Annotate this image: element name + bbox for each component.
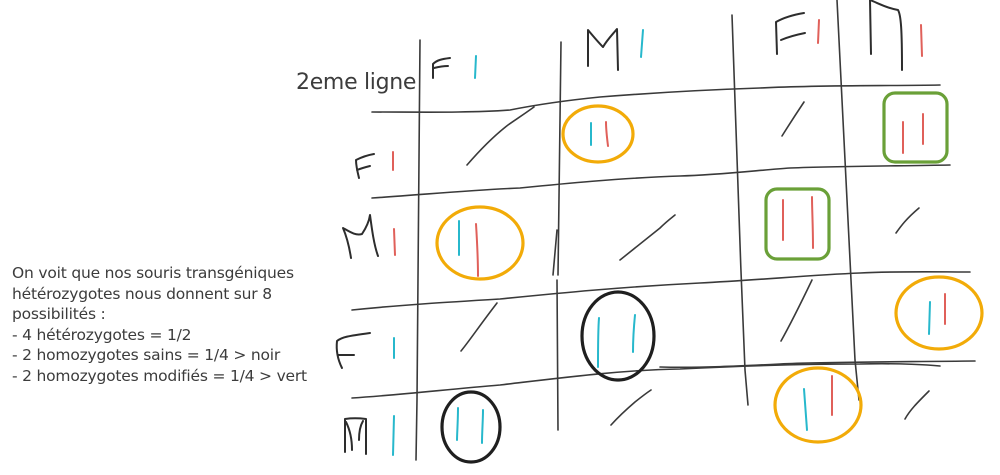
homozygous-healthy-cells — [440, 290, 656, 464]
slash-mark — [610, 389, 652, 426]
note-line: hétérozygotes nous donnent sur 8 — [12, 284, 272, 303]
grid-hline-3 — [351, 270, 971, 311]
homozygous-modified-cells — [764, 91, 949, 261]
explanation-note: On voit que nos souris transgéniques hét… — [12, 263, 332, 386]
slash-mark — [895, 207, 920, 234]
column-headers — [432, 0, 923, 79]
cell-heterozygous — [773, 366, 863, 444]
row-header-m-letter-2 — [344, 417, 367, 455]
note-line: On voit que nos souris transgéniques — [12, 264, 294, 282]
grid-hline-1 — [371, 84, 941, 113]
row-header-allele-red-2 — [393, 228, 396, 256]
slash-mark — [460, 302, 498, 352]
note-line: - 2 homozygotes modifiés = 1/4 > vert — [12, 366, 307, 385]
cell-heterozygous — [435, 205, 525, 281]
cell-heterozygous — [894, 275, 984, 351]
cell-homozygous-healthy — [440, 390, 502, 464]
grid-hline-4 — [351, 362, 941, 399]
grid-vline-1 — [415, 39, 421, 461]
col-header-allele-blue — [474, 55, 477, 79]
row-header-f-letter — [355, 153, 375, 179]
note-line: possibilités : — [12, 305, 106, 323]
col-header-allele-blue-2 — [640, 29, 644, 58]
cell-heterozygous — [561, 104, 635, 164]
cell-homozygous-modified — [764, 187, 831, 261]
slash-mark — [619, 214, 676, 261]
slash-mark — [904, 390, 930, 420]
row-header-f-letter-2 — [335, 332, 371, 369]
grid-vline-2 — [552, 41, 562, 431]
col-header-allele-red — [817, 19, 820, 44]
row-headers — [335, 151, 396, 456]
grid-vline-4 — [836, 0, 860, 401]
note-line: - 2 homozygotes sains = 1/4 > noir — [12, 346, 281, 364]
row-caption: 2eme ligne — [296, 70, 417, 95]
col-header-m-letter-2 — [869, 0, 903, 71]
row-header-m-letter — [342, 214, 379, 259]
heterozygous-cells — [435, 104, 984, 444]
note-line: - 4 hétérozygotes = 1/2 — [12, 325, 192, 344]
slash-mark — [780, 279, 813, 342]
col-header-allele-red-2 — [920, 24, 923, 57]
row-header-allele-blue-2 — [392, 415, 395, 456]
col-header-f-letter-2 — [775, 12, 806, 55]
slash-mark — [466, 106, 535, 166]
cell-homozygous-healthy — [580, 290, 656, 382]
grid-lines — [351, 0, 976, 461]
grid-hline-5 — [659, 360, 976, 369]
col-header-f-letter — [432, 57, 451, 79]
slash-mark — [781, 101, 805, 137]
slash-marks — [460, 101, 930, 426]
col-header-m-letter — [587, 28, 619, 71]
cell-homozygous-modified — [882, 91, 949, 164]
grid-vline-3 — [731, 14, 749, 406]
grid-hline-2 — [371, 164, 951, 199]
